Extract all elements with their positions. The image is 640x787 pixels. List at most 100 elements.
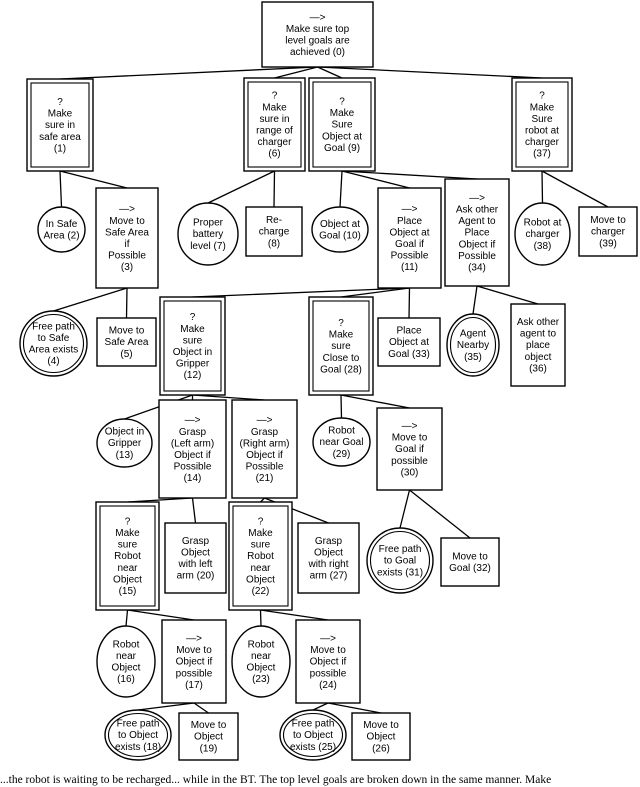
node-label-line: ? [125, 516, 131, 527]
node-label-line: Area (2) [43, 231, 79, 242]
edge-n15-n17 [127, 609, 195, 621]
edge-n11-n12 [192, 287, 410, 298]
node-label-line: charger [258, 137, 293, 148]
node-label-line: with left [178, 559, 213, 570]
node-label-line: with right [307, 559, 348, 570]
edge-n12-n21 [192, 394, 265, 401]
edge-n28-n29 [340, 394, 343, 419]
node-label-line: (39) [599, 238, 617, 249]
node-label-line: Robot [247, 551, 274, 562]
node-label-line: Free path [117, 719, 160, 730]
node-label-line: —> [185, 415, 201, 426]
node-label-line: (Left arm) [171, 438, 214, 449]
node-label-line: Move to [176, 645, 212, 656]
edge-n30-n32 [409, 489, 471, 539]
node-label-line: Robot [248, 639, 275, 650]
node-label-line: Make sure top [286, 24, 350, 35]
node-label-line: Object [194, 732, 223, 743]
node-label-line: Robot at [524, 218, 562, 229]
node-label-line: robot at [525, 126, 559, 137]
node-label-line: Goal (33) [388, 349, 430, 360]
node-label-line: Safe Area [105, 337, 149, 348]
node-label-line: Possible [246, 462, 284, 473]
node-label-line: (Right arm) [239, 438, 289, 449]
node-label-line: (14) [184, 473, 202, 484]
node-label-line: Sure [331, 120, 353, 131]
node-label-line: (26) [372, 743, 390, 754]
node-label-line: —> [469, 193, 485, 204]
node-label-line: Make [115, 528, 140, 539]
node-label-line: Ask other [456, 205, 499, 216]
node-label-line: Make [48, 109, 73, 120]
node-label-line: Make [329, 330, 354, 341]
edge-n15-n16 [125, 609, 129, 627]
node-label-line: exists (31) [377, 567, 423, 578]
node-label-line: (21) [256, 473, 274, 484]
node-label-line: Make [530, 102, 555, 113]
node-label-line: Move to [363, 720, 399, 731]
edge-n0-n6 [274, 66, 318, 79]
node-label-line: Agent to [458, 216, 496, 227]
node-label-line: —> [310, 12, 326, 23]
node-label-line: (1) [54, 143, 66, 154]
node-label-line: ? [57, 97, 63, 108]
node-label-line: (12) [184, 370, 202, 381]
node-label-line: ? [272, 91, 278, 102]
node-label-line: ? [539, 91, 545, 102]
node-label-line: to Object [293, 730, 333, 741]
node-label-line: near [116, 651, 137, 662]
edge-n28-n30 [340, 394, 410, 409]
edge-n30-n31 [399, 489, 411, 529]
node-label-line: Object [247, 663, 276, 674]
node-label-line: Object if [246, 450, 283, 461]
edge-n34-n35 [472, 285, 478, 315]
node-label-line: (22) [252, 586, 270, 597]
node-label-line: Object [181, 547, 210, 558]
edge-n9-n10 [339, 170, 343, 208]
node-label-line: (30) [401, 467, 419, 478]
node-label-line: charge [259, 227, 290, 238]
node-label-line: Re- [266, 215, 282, 226]
node-label-line: Nearby [457, 340, 489, 351]
node-label-line: —> [320, 634, 336, 645]
node-label-line: (15) [119, 586, 137, 597]
edge-n0-n9 [317, 66, 343, 79]
node-label-line: Possible [458, 251, 496, 262]
node-label-line: charger [591, 227, 626, 238]
node-label-line: (13) [116, 450, 134, 461]
node-label-line: Agent [460, 329, 486, 340]
node-label-line: (34) [468, 263, 486, 274]
node-label-line: Free path [32, 321, 75, 332]
node-label-line: Possible [108, 251, 146, 262]
node-label-line: (29) [333, 449, 351, 460]
edge-n17-n19 [193, 702, 209, 714]
node-label-line: Object [113, 574, 142, 585]
node-label-line: —> [119, 204, 135, 215]
node-label-line: to Object [118, 730, 158, 741]
edge-n3-n5 [125, 287, 128, 319]
node-label-line: Grasp [182, 536, 210, 547]
node-label-line: Move to [452, 551, 488, 562]
node-label-line: (4) [47, 356, 59, 367]
node-label-line: Goal (10) [319, 231, 361, 242]
node-label-line: (6) [268, 149, 280, 160]
